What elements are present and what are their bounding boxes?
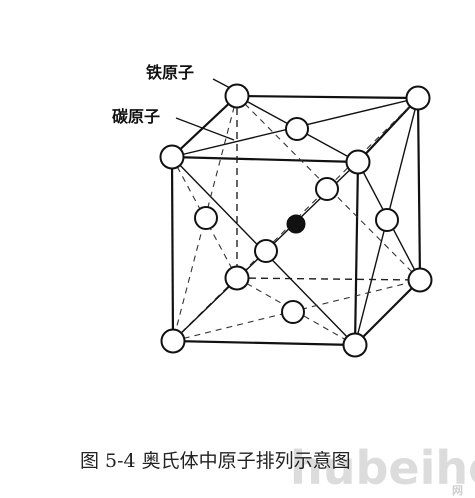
edge-back-top xyxy=(236,94,419,100)
iron-atom xyxy=(281,300,305,324)
iron-atom xyxy=(345,149,371,175)
iron-atom xyxy=(194,206,218,230)
carbon-atom-label: 碳原子 xyxy=(112,107,160,126)
watermark: hubeihong.com 网 xyxy=(290,441,475,497)
figure-caption: 图 5-4 奥氏体中原子排列示意图 xyxy=(80,450,351,472)
leader-lines xyxy=(175,78,235,141)
carbon-atom xyxy=(286,214,306,234)
iron-atom xyxy=(407,267,433,293)
iron-atom xyxy=(160,328,186,354)
edge-back-bottom-hidden xyxy=(236,277,421,281)
iron-atoms xyxy=(159,83,433,358)
watermark-small-text: 网 xyxy=(452,484,463,497)
iron-atom xyxy=(405,85,431,111)
iron-atom xyxy=(159,144,185,170)
iron-atom xyxy=(224,83,250,109)
edge-right-bottom xyxy=(354,279,421,346)
watermark-text: hubeihong.com xyxy=(290,441,475,495)
edge-front-left xyxy=(170,156,175,342)
edge-front-bottom xyxy=(172,339,356,347)
edge-back-right xyxy=(416,97,422,281)
edge-front-top xyxy=(171,155,359,164)
iron-atom xyxy=(285,117,309,141)
edge-left-top xyxy=(171,95,238,158)
iron-atom xyxy=(315,177,339,201)
edge-front-right xyxy=(353,161,360,346)
iron-atom xyxy=(224,265,250,291)
iron-atom xyxy=(375,208,399,232)
iron-atom-label: 铁原子 xyxy=(146,63,194,82)
iron-atom xyxy=(342,332,368,358)
iron-atom xyxy=(254,239,278,263)
carbon-leader-line xyxy=(175,117,235,141)
